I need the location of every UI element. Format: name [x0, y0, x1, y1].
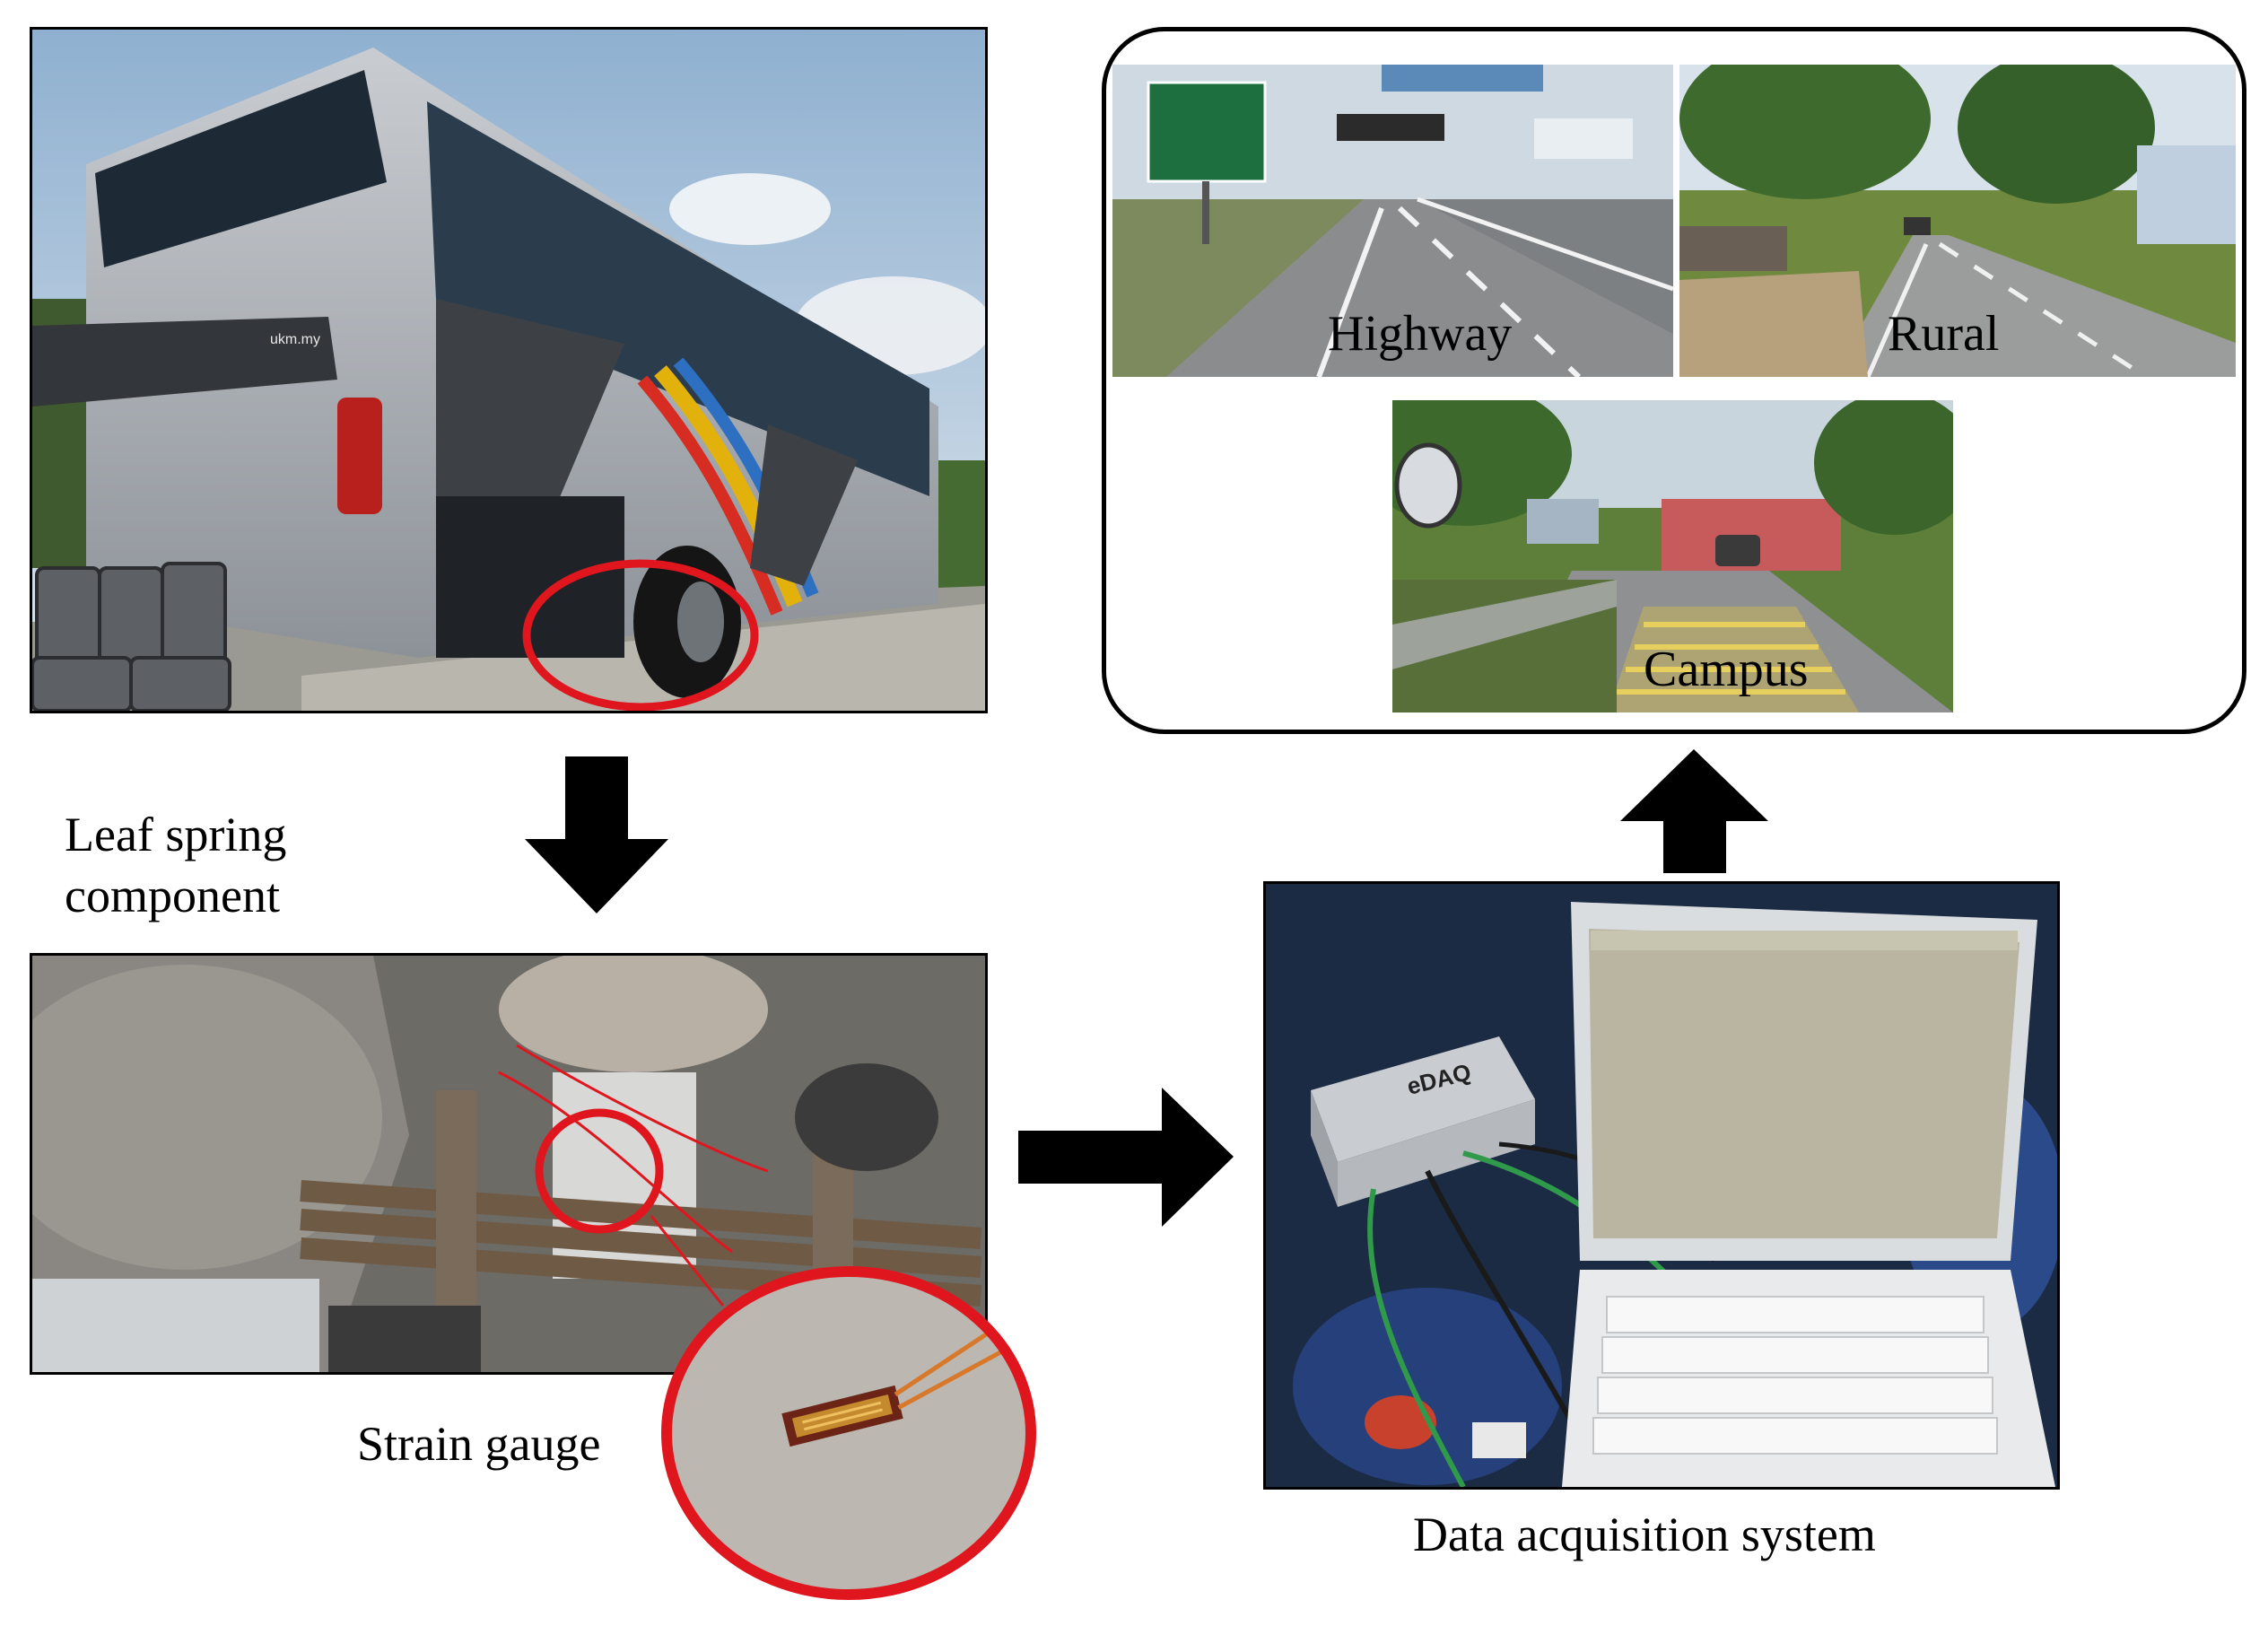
strain-gauge-location-circle — [535, 1108, 664, 1234]
campus-label: Campus — [1644, 642, 1809, 697]
leaf-spring-highlight-circle — [522, 559, 759, 711]
leaf-spring-photo — [30, 953, 988, 1375]
data-acquisition-photo: eDAQ — [1263, 881, 2060, 1490]
up-arrow — [1620, 749, 1768, 873]
bus-photo: ukm.my — [30, 27, 988, 713]
leaf-spring-caption-line1: Leaf spring — [65, 808, 287, 861]
rural-label: Rural — [1888, 306, 2000, 362]
data-acquisition-caption: Data acquisition system — [1413, 1508, 1876, 1561]
down-arrow — [525, 756, 668, 914]
rural-photo: Rural — [1679, 65, 2236, 377]
right-arrow — [1018, 1088, 1234, 1227]
leaf-spring-caption-line2: component — [65, 869, 280, 922]
highway-photo: Highway — [1112, 65, 1673, 377]
campus-photo: Campus — [1392, 400, 1953, 712]
strain-gauge-caption: Strain gauge — [357, 1417, 601, 1471]
strain-gauge-zoom — [659, 1265, 1039, 1602]
highway-label: Highway — [1328, 306, 1513, 362]
bus-url-text: ukm.my — [270, 332, 320, 347]
leaf-spring-caption: Leaf spring component — [65, 804, 286, 926]
road-conditions-box — [1102, 27, 2246, 734]
